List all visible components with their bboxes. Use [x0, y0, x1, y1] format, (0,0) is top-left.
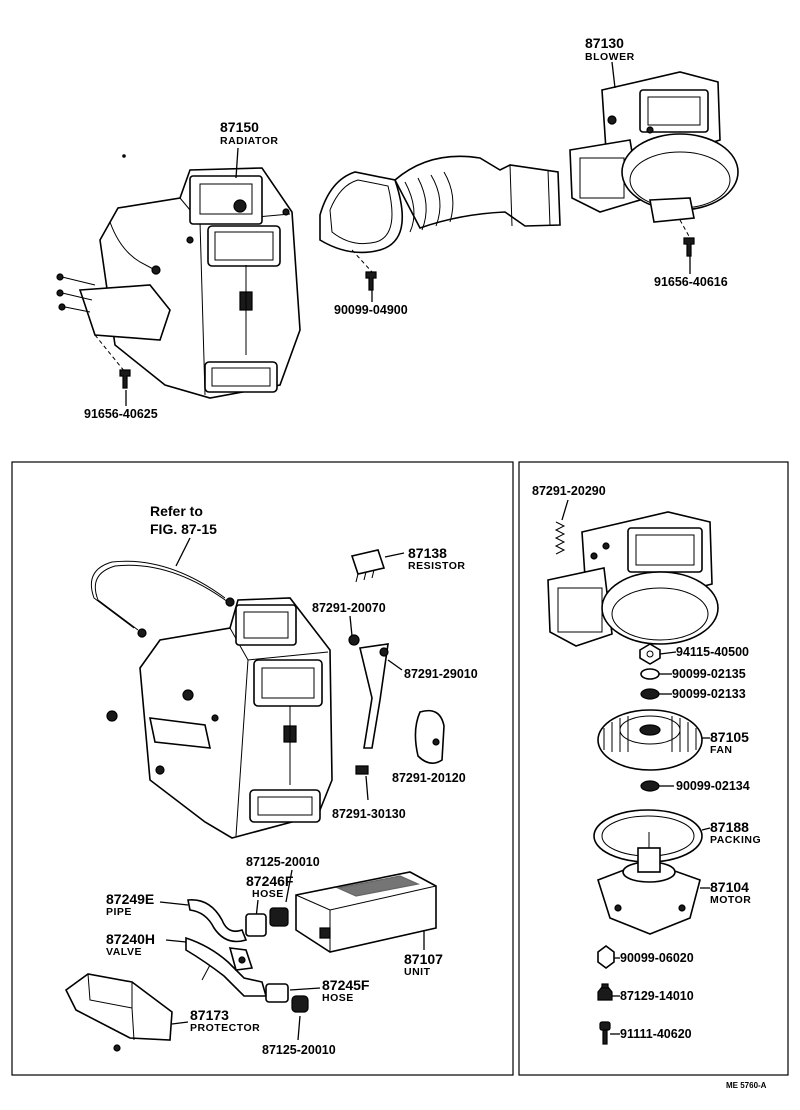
nut-part-number: 94115-40500	[676, 645, 749, 659]
pipe-hose-drawing	[187, 899, 289, 943]
motor-part-name: MOTOR	[710, 894, 751, 906]
washer-a-part-number: 90099-02135	[672, 667, 746, 681]
lever-drawing	[359, 643, 389, 749]
washer-c-drawing	[640, 780, 660, 792]
grommet-drawing	[597, 945, 615, 969]
refer-to-text: Refer to	[150, 503, 203, 519]
blower-bolt-part-number: 91656-40616	[654, 275, 728, 289]
radiator-housing-drawing	[56, 167, 301, 399]
hose-top-part-number: 87246F	[246, 873, 294, 889]
grommet-part-number: 90099-06020	[620, 951, 694, 965]
fan-drawing	[597, 709, 703, 771]
washer-c-part-number: 90099-02134	[676, 779, 750, 793]
nut-b-part-number: 87129-14010	[620, 989, 694, 1003]
right-panel-frame	[518, 461, 789, 1076]
motor-part-number: 87104	[710, 879, 749, 895]
lever-part-number: 87291-29010	[404, 667, 478, 681]
left-panel-frame	[11, 461, 514, 1076]
plate-part-number: 87291-20120	[392, 771, 466, 785]
unit-part-number: 87107	[404, 951, 443, 967]
protector-part-name: PROTECTOR	[190, 1022, 260, 1034]
spring-part-number: 87291-20290	[532, 484, 606, 498]
blower-drawing	[569, 71, 739, 257]
valve-part-name: VALVE	[106, 946, 142, 958]
hose-bottom-part-name: HOSE	[322, 992, 354, 1004]
washer-b-drawing	[640, 688, 660, 700]
clamp-bottom-part-number: 87125-20010	[262, 1043, 336, 1057]
spring-drawing	[554, 521, 566, 555]
protector-drawing	[64, 973, 173, 1052]
packing-part-number: 87188	[710, 819, 749, 835]
clip-b-part-number: 87291-30130	[332, 807, 406, 821]
valve-part-number: 87240H	[106, 931, 155, 947]
fan-part-name: FAN	[710, 744, 733, 756]
washer-b-part-number: 90099-02133	[672, 687, 746, 701]
protector-part-number: 87173	[190, 1007, 229, 1023]
screw-drawing	[599, 1021, 611, 1045]
pipe-part-number: 87249E	[106, 891, 154, 907]
pipe-part-name: PIPE	[106, 906, 132, 918]
blower-case-drawing	[547, 511, 719, 647]
radiator-part-number: 87150	[220, 119, 259, 135]
refer-fig-text: FIG. 87-15	[150, 521, 217, 537]
motor-drawing	[597, 832, 701, 935]
radiator-bolt-part-number: 91656-40625	[84, 407, 158, 421]
plate-drawing	[414, 709, 445, 764]
nut-a-drawing	[639, 643, 661, 665]
screw-part-number: 91111-40620	[620, 1027, 692, 1041]
heater-housing-drawing	[106, 597, 333, 839]
hose-bottom-part-number: 87245F	[322, 977, 370, 993]
clip-a-part-number: 87291-20070	[312, 601, 386, 615]
resistor-part-name: RESISTOR	[408, 560, 465, 572]
packing-part-name: PACKING	[710, 834, 761, 846]
air-duct-drawing	[319, 155, 561, 291]
valve-drawing	[185, 936, 309, 1013]
blower-part-name: BLOWER	[585, 51, 635, 63]
blower-part-number: 87130	[585, 35, 624, 51]
washer-a-drawing	[640, 668, 660, 680]
heater-unit-drawing	[295, 871, 437, 953]
hose-top-part-name: HOSE	[252, 888, 284, 900]
radiator-part-name: RADIATOR	[220, 135, 278, 147]
resistor-drawing	[350, 549, 386, 583]
figure-code: ME 5760-A	[726, 1081, 767, 1090]
nut-b-drawing	[597, 983, 613, 1001]
control-cable-drawing	[94, 564, 229, 631]
unit-part-name: UNIT	[404, 966, 431, 978]
duct-bolt-part-number: 90099-04900	[334, 303, 408, 317]
clamp-top-part-number: 87125-20010	[246, 855, 320, 869]
resistor-part-number: 87138	[408, 545, 447, 561]
fan-part-number: 87105	[710, 729, 749, 745]
